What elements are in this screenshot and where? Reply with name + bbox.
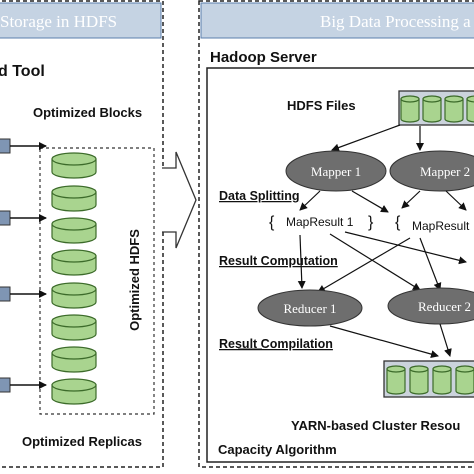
hadoop-server-title: Hadoop Server xyxy=(210,49,317,66)
hdfs-files-label: HDFS Files xyxy=(287,98,356,113)
mapresult-2-brace: { xyxy=(395,214,401,231)
incoming-arrow xyxy=(0,210,47,226)
arrow-mr2-to-reducer-2 xyxy=(419,237,442,291)
optimized-blocks-label: Optimized Blocks xyxy=(33,105,142,120)
arrow-reducer-2-to-yarn xyxy=(439,323,452,357)
optimized-hdfs-box xyxy=(39,147,155,415)
hdfs-block-cylinder xyxy=(51,185,97,212)
mapresult-1-brace: { xyxy=(269,214,275,231)
hdfs-block-stack xyxy=(51,152,97,405)
rack-cylinder xyxy=(386,365,406,395)
mapper-1-label: Mapper 1 xyxy=(311,164,361,179)
left-panel-header: Storage in HDFS xyxy=(0,12,117,31)
rack-cylinder xyxy=(455,365,474,395)
reducer-1-label: Reducer 1 xyxy=(283,301,336,316)
optimized-replicas-label: Optimized Replicas xyxy=(22,434,142,449)
yarn-cluster-cylinders xyxy=(386,365,474,395)
mapresult-2-label: MapResult xyxy=(412,219,470,233)
capacity-algorithm-label: Capacity Algorithm xyxy=(218,442,337,457)
result-computation-label: Result Computation xyxy=(219,254,338,268)
rack-cylinder xyxy=(409,365,429,395)
result-compilation-label: Result Compilation xyxy=(219,337,333,351)
arrow-mapper-1-down-left xyxy=(299,190,321,211)
hdfs-block-cylinder xyxy=(51,249,97,276)
arrow-mapper-2-down-left xyxy=(401,190,421,209)
right-panel-border xyxy=(198,0,474,468)
arrow-mapper-2-down-right xyxy=(445,190,467,211)
left-panel-border xyxy=(0,0,164,468)
reducer-1-node xyxy=(257,289,363,327)
arrow-mr1-to-reducer-2 xyxy=(329,233,421,291)
arrow-mr1-to-reducer-1 xyxy=(297,234,306,289)
yarn-label: YARN-based Cluster Resou xyxy=(291,418,460,433)
hdfs-block-cylinder xyxy=(51,346,97,373)
right-panel-header: Big Data Processing a xyxy=(320,12,471,31)
hdfs-block-cylinder xyxy=(51,378,97,405)
hdfs-files-cylinders xyxy=(400,95,474,123)
mapresult-1-brace-close: } xyxy=(368,214,374,231)
mapresult-1-label: MapResult 1 xyxy=(286,215,354,229)
panel-transition-arrow xyxy=(162,151,197,249)
arrow-mapper-1-down-right xyxy=(351,190,389,213)
hdfs-block-cylinder xyxy=(51,314,97,341)
rack-cylinder xyxy=(444,95,464,123)
tool-title: d Tool xyxy=(0,63,45,80)
rack-cylinder xyxy=(422,95,442,123)
hdfs-block-cylinder xyxy=(51,217,97,244)
arrow-mr2-to-reducer-1 xyxy=(317,237,411,293)
left-panel: Storage in HDFS d Tool Optimized Blocks … xyxy=(0,0,164,468)
incoming-block-arrows xyxy=(0,138,47,393)
arrow-mr1-right xyxy=(344,231,467,265)
incoming-arrow xyxy=(0,286,47,302)
mapper-2-node xyxy=(389,150,474,192)
mapper-1-node xyxy=(285,150,387,192)
left-panel-header-bar xyxy=(0,2,162,39)
mapper-2-label: Mapper 2 xyxy=(420,164,470,179)
rack-cylinder xyxy=(466,95,474,123)
incoming-arrow xyxy=(0,138,47,154)
rack-cylinder xyxy=(432,365,452,395)
arrow-files-to-mapper-1 xyxy=(331,124,401,152)
arrow-reducer-1-to-yarn xyxy=(329,325,439,358)
right-panel-header-bar xyxy=(200,2,474,39)
optimized-hdfs-label: Optimized HDFS xyxy=(127,229,142,331)
data-splitting-label: Data Splitting xyxy=(219,189,300,203)
reducer-2-label: Reducer 2 xyxy=(418,299,471,314)
hadoop-server-box xyxy=(206,67,474,463)
hdfs-block-cylinder xyxy=(51,152,97,179)
right-panel: Big Data Processing a Hadoop Server HDFS… xyxy=(198,0,474,468)
incoming-arrow xyxy=(0,377,47,393)
hdfs-block-cylinder xyxy=(51,282,97,309)
rack-cylinder xyxy=(400,95,420,123)
